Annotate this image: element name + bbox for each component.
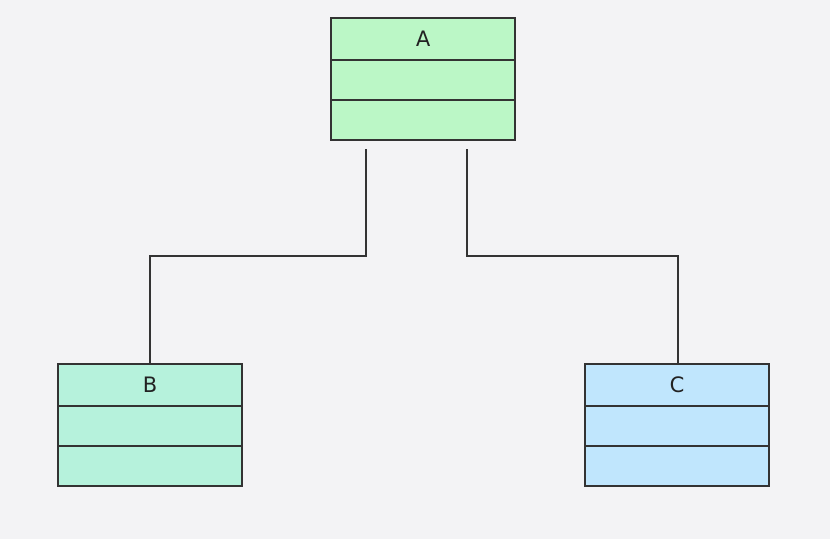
class-a-box[interactable]: A bbox=[330, 17, 516, 141]
class-b-box[interactable]: B bbox=[57, 363, 243, 487]
class-b-attributes bbox=[59, 407, 241, 447]
class-a-methods bbox=[332, 101, 514, 139]
class-c-methods bbox=[586, 447, 768, 485]
class-c-box[interactable]: C bbox=[584, 363, 770, 487]
class-b-methods bbox=[59, 447, 241, 485]
class-b-name: B bbox=[59, 365, 241, 407]
class-a-attributes bbox=[332, 61, 514, 101]
class-c-name: C bbox=[586, 365, 768, 407]
class-c-attributes bbox=[586, 407, 768, 447]
class-a-name: A bbox=[332, 19, 514, 61]
edge-a-to-b bbox=[149, 149, 367, 363]
edge-a-to-c bbox=[466, 149, 679, 363]
